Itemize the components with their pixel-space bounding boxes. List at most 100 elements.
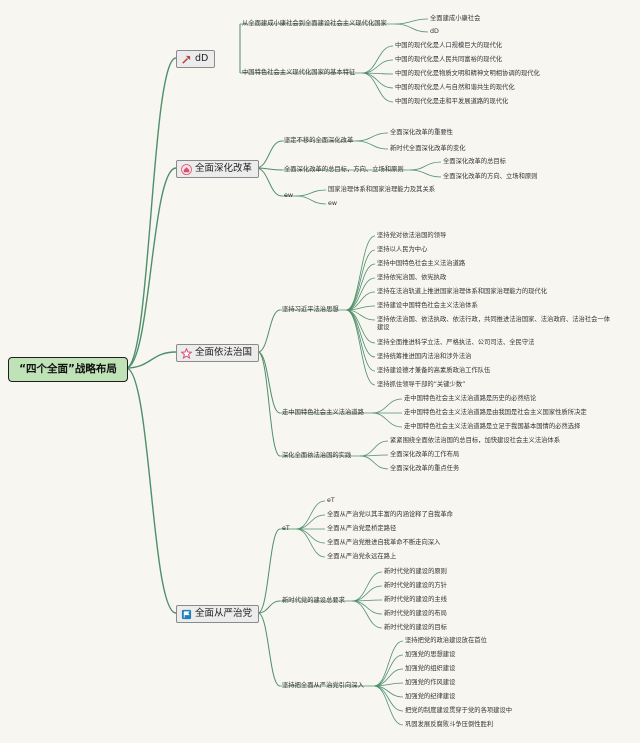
branch-dd[interactable]: dD bbox=[176, 50, 216, 68]
leaf[interactable]: 加强党的纪律建设 bbox=[405, 693, 456, 700]
root-topic[interactable]: “四个全面”战略布局 bbox=[8, 357, 128, 382]
topic[interactable]: 坚定不移的全面深化改革 bbox=[284, 137, 354, 144]
connector-line bbox=[355, 132, 389, 142]
connector-line bbox=[257, 600, 281, 614]
connector-line bbox=[345, 263, 376, 311]
connector-line bbox=[361, 59, 394, 74]
topic[interactable]: 坚持把全面从严治党引向深入 bbox=[282, 682, 364, 689]
leaf[interactable]: 坚持抓住领导干部的“关键少数” bbox=[377, 381, 466, 388]
branch-label: 全面依法治国 bbox=[195, 347, 253, 358]
connector-line bbox=[295, 528, 326, 544]
connector-line bbox=[371, 412, 403, 428]
topic[interactable]: 从全面建成小康社会到全面建设社会主义现代化国家 bbox=[242, 20, 387, 27]
connector-line bbox=[345, 309, 376, 386]
leaf[interactable]: 国家治理体系和国家治理能力及其关系 bbox=[328, 186, 436, 193]
leaf[interactable]: 全面从严治党以其丰富的内涵诠释了自我革命 bbox=[327, 511, 453, 518]
leaf[interactable]: 坚持统筹推进国内法治和涉外法治 bbox=[377, 353, 472, 360]
leaf[interactable]: 新时代全面深化改革的变化 bbox=[390, 145, 466, 152]
leaf[interactable]: 新时代党的建设的方针 bbox=[384, 582, 447, 589]
branch-deepen-reform[interactable]: 全面深化改革 bbox=[176, 160, 260, 178]
connector-line bbox=[295, 195, 327, 205]
leaf[interactable]: 全面建成小康社会 bbox=[430, 15, 481, 22]
leaf[interactable]: 走中国特色社会主义法治道路是立足于我国基本国情的必然选择 bbox=[404, 423, 581, 430]
connector-line bbox=[351, 585, 383, 602]
connector-line bbox=[125, 367, 177, 614]
leaf[interactable]: 加强党的组织建设 bbox=[405, 665, 456, 672]
connector-line bbox=[345, 309, 376, 358]
leaf[interactable]: 全面从严治党推进自我革命不断走向深入 bbox=[327, 539, 441, 546]
leaf[interactable]: 走中国特色社会主义法治道路是历史的必然结论 bbox=[404, 395, 537, 402]
leaf[interactable]: 坚持全面推进科学立法、严格执法、公司司法、全民守法 bbox=[377, 339, 535, 346]
leaf[interactable]: 新时代党的建设的主线 bbox=[384, 596, 447, 603]
leaf[interactable]: 坚持在法治轨道上推进国家治理体系和国家治理能力的现代化 bbox=[377, 288, 548, 295]
connector-line bbox=[371, 398, 403, 414]
connector-line bbox=[257, 351, 281, 414]
connector-line bbox=[394, 23, 429, 33]
connector-line bbox=[295, 514, 326, 530]
connector-line bbox=[257, 309, 281, 353]
connector-line bbox=[257, 528, 281, 614]
connector-line bbox=[295, 528, 326, 558]
branch-rule-of-law[interactable]: 全面依法治国 bbox=[176, 344, 260, 362]
leaf[interactable]: 坚持建设中国特色社会主义法治体系 bbox=[377, 302, 478, 309]
topic[interactable]: 坚持习近平法治思想 bbox=[282, 306, 339, 313]
connector-line bbox=[409, 161, 442, 171]
connector-line bbox=[351, 600, 383, 629]
leaf[interactable]: 坚持以人民为中心 bbox=[377, 246, 428, 253]
leaf[interactable]: 中国的现代化是人民共同富裕的现代化 bbox=[395, 56, 503, 63]
connector-line bbox=[295, 189, 327, 197]
connector-line bbox=[345, 277, 376, 311]
topic[interactable]: eT bbox=[282, 525, 290, 532]
leaf[interactable]: 巩固发展反腐败斗争压倒性胜利 bbox=[405, 721, 494, 728]
topic[interactable]: 深化全面依法治国的实践 bbox=[282, 452, 352, 459]
leaf[interactable]: 新时代党的建设的布局 bbox=[384, 610, 447, 617]
leaf[interactable]: 坚持建设德才兼备的高素质政治工作队伍 bbox=[377, 367, 491, 374]
leaf[interactable]: 新时代党的建设的原则 bbox=[384, 568, 447, 575]
connector-line bbox=[255, 167, 283, 197]
connector-line bbox=[373, 685, 404, 712]
leaf[interactable]: 加强党的作风建设 bbox=[405, 679, 456, 686]
connector-line bbox=[373, 640, 404, 687]
leaf[interactable]: 中国的现代化是走和平发展道路的现代化 bbox=[395, 98, 509, 105]
leaf[interactable]: 中国的现代化是人与自然和谐共生的现代化 bbox=[395, 84, 515, 91]
topic[interactable]: 全面深化改革的总目标，方向、立场和原则 bbox=[284, 166, 404, 173]
leaf[interactable]: 全面深化改革的总目标 bbox=[443, 158, 506, 165]
leaf[interactable]: 坚持中国特色社会主义法治道路 bbox=[377, 260, 466, 267]
connector-line bbox=[373, 654, 404, 687]
connector-line bbox=[125, 167, 177, 369]
connector-line bbox=[345, 291, 376, 311]
leaf[interactable]: 全面深化改革的方向、立场和原则 bbox=[443, 173, 538, 180]
leaf[interactable]: 全面深化改革的重要性 bbox=[390, 129, 453, 136]
connector-line bbox=[373, 668, 404, 687]
leaf[interactable]: 中国的现代化是物质文明和精神文明相协调的现代化 bbox=[395, 70, 540, 77]
leaf[interactable]: 全面从严治党是桥定路径 bbox=[327, 525, 397, 532]
leaf[interactable]: ew bbox=[328, 200, 338, 207]
topic[interactable]: 新时代党的建设总要求 bbox=[282, 597, 345, 604]
leaf[interactable]: 坚持党对依法治国的领导 bbox=[377, 232, 447, 239]
leaf[interactable]: 全面从严治党永远在路上 bbox=[327, 553, 397, 560]
leaf[interactable]: 紧紧围绕全面依法治国的总目标，加快建设社会主义法治体系 bbox=[390, 437, 561, 444]
connector-line bbox=[257, 612, 281, 687]
leaf[interactable]: 加强党的思想建设 bbox=[405, 651, 456, 658]
leaf[interactable]: eT bbox=[327, 497, 335, 504]
leaf[interactable]: 中国的现代化是人口规模巨大的现代化 bbox=[395, 42, 503, 49]
connector-line bbox=[361, 72, 394, 103]
topic[interactable]: ew bbox=[284, 192, 294, 199]
leaf[interactable]: 把党的制度建设贯穿于党的各项建设中 bbox=[405, 707, 513, 714]
home-icon bbox=[181, 163, 192, 175]
leaf[interactable]: 全面深化改革的工作布局 bbox=[390, 451, 460, 458]
connector-line bbox=[409, 169, 442, 178]
leaf[interactable]: 坚持依法治国、依法执政、依法行政，共同推进法治国家、法治政府、法治社会一体建设 bbox=[377, 316, 610, 331]
leaf[interactable]: dD bbox=[430, 28, 439, 35]
branch-party-governance[interactable]: 全面从严治党 bbox=[176, 605, 260, 623]
leaf[interactable]: 坚持把党的政治建设放在首位 bbox=[405, 637, 487, 644]
leaf[interactable]: 新时代党的建设的目标 bbox=[384, 624, 447, 631]
leaf[interactable]: 全面深化改革的重点任务 bbox=[390, 465, 460, 472]
connector-line bbox=[361, 45, 394, 74]
topic[interactable]: 中国特色社会主义现代化国家的基本特征 bbox=[242, 69, 356, 76]
connector-line bbox=[125, 57, 177, 369]
leaf[interactable]: 走中国特色社会主义法治道路是由我国是社会主义国家性质所决定 bbox=[404, 409, 587, 416]
topic[interactable]: 走中国特色社会主义法治道路 bbox=[282, 409, 364, 416]
leaf[interactable]: 坚持依宪治国、依宪执政 bbox=[377, 274, 447, 281]
